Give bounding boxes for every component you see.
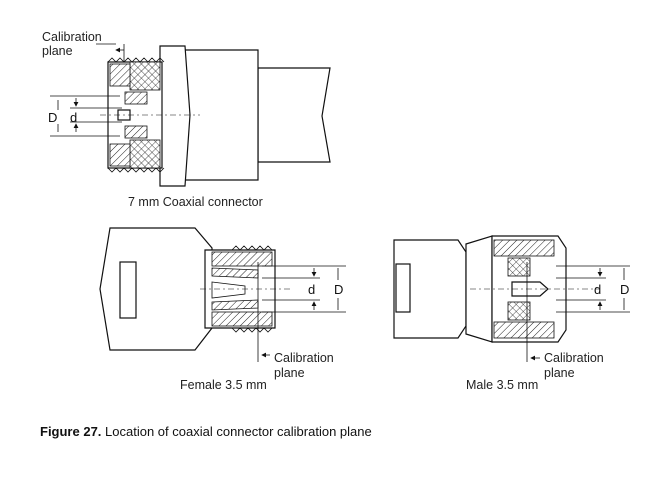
dim-D-7mm: D <box>48 110 57 125</box>
title-female: Female 3.5 mm <box>180 378 267 392</box>
dim-d-female: d <box>308 282 315 297</box>
calibration-label-female-line2: plane <box>274 366 305 380</box>
figure-caption: Figure 27. Location of coaxial connector… <box>40 424 372 439</box>
dim-D-male: D <box>620 282 629 297</box>
body-female <box>99 227 213 351</box>
title-male: Male 3.5 mm <box>466 378 538 392</box>
female-35mm-drawing: d D Calibration plane Female 3.5 mm <box>99 227 346 392</box>
dim-D-female: D <box>334 282 343 297</box>
male-35mm-drawing: d D Calibration plane Male 3.5 mm <box>393 235 630 392</box>
calibration-label-female-line1: Calibration <box>274 351 334 365</box>
collar-7mm <box>159 45 191 187</box>
calibration-label-male-line2: plane <box>544 366 575 380</box>
calibration-label-7mm-line1: Calibration <box>42 30 102 44</box>
figure-caption-text: Location of coaxial connector calibratio… <box>105 424 372 439</box>
calibration-label-7mm-line2: plane <box>42 44 73 58</box>
figure-number: Figure 27. <box>40 424 102 439</box>
cable-7mm <box>257 67 331 163</box>
calibration-label-male-line1: Calibration <box>544 351 604 365</box>
title-7mm: 7 mm Coaxial connector <box>128 195 263 209</box>
dim-d-male: d <box>594 282 601 297</box>
dim-d-7mm: d <box>70 110 77 125</box>
coax-7mm-drawing: D d Calibration plane 7 mm Coaxial conne… <box>42 30 331 209</box>
